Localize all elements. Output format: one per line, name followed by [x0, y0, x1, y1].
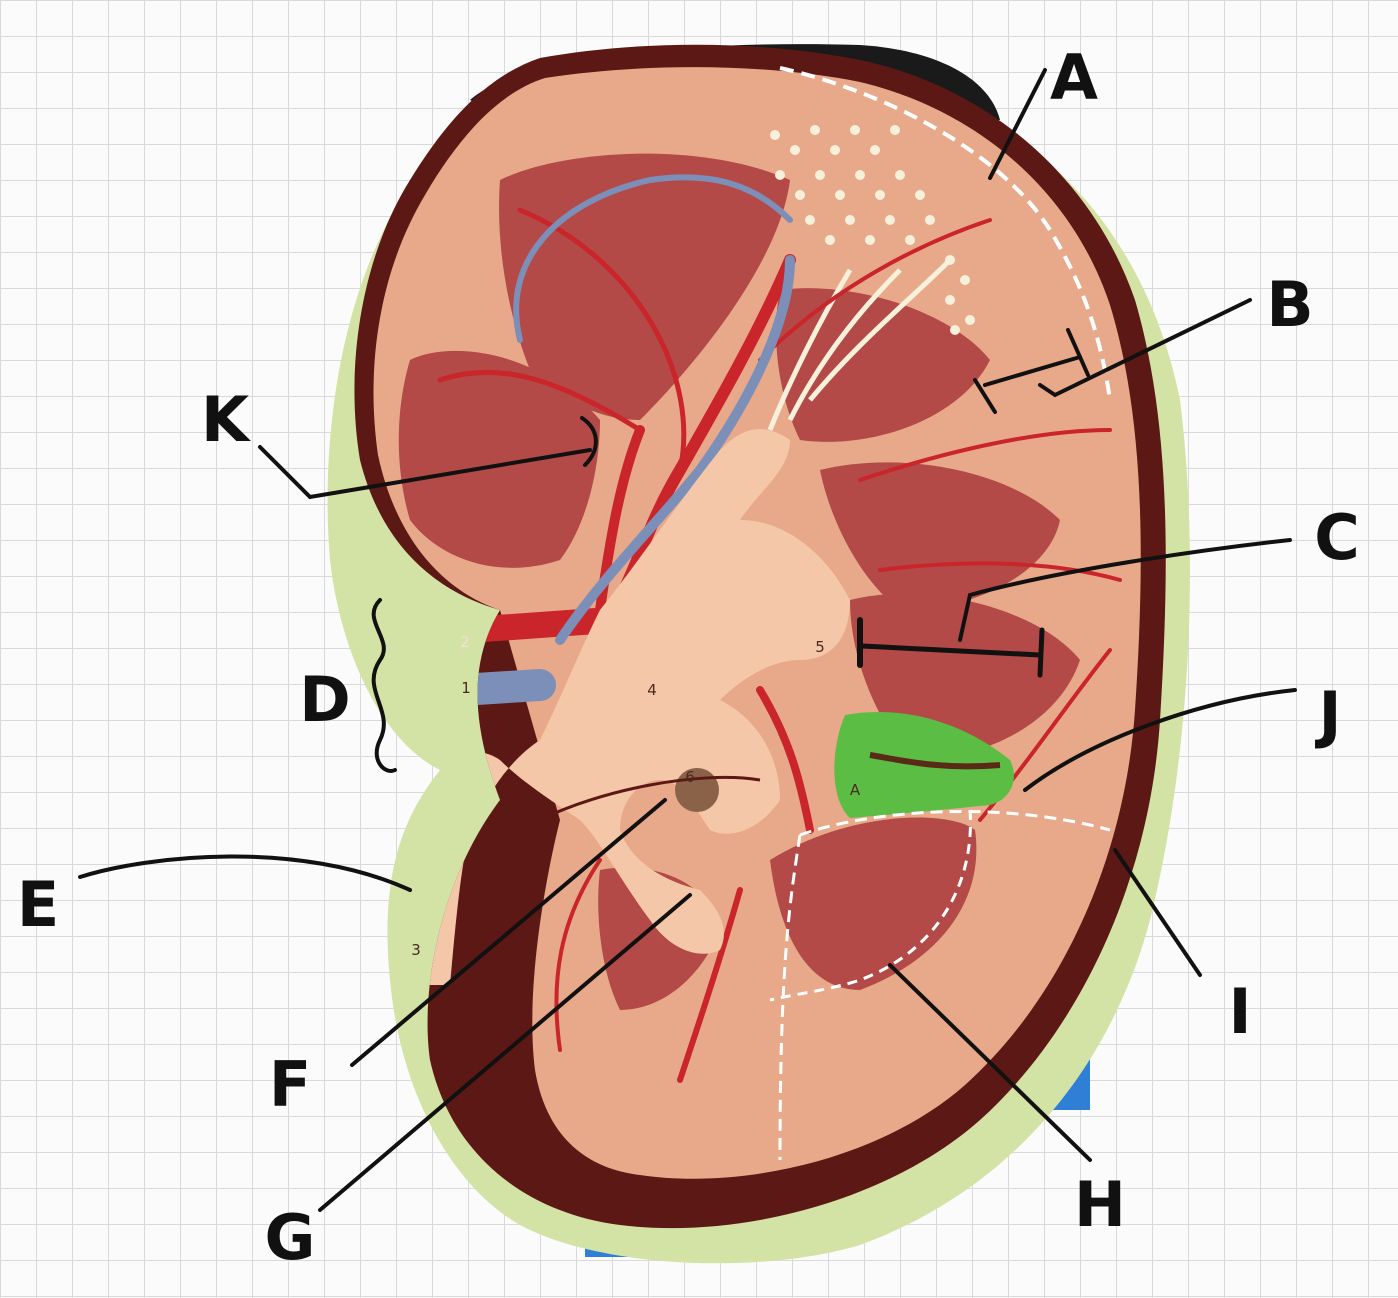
pyramid-upper-right — [776, 288, 990, 442]
leader-lines — [78, 68, 1297, 1212]
dashed-capsule-outline — [779, 66, 1112, 401]
dashed-lobe-left — [778, 834, 802, 1161]
nephron-dots — [770, 125, 975, 335]
leader-G — [318, 893, 692, 1212]
leader-E — [78, 854, 412, 892]
leader-A — [988, 68, 1047, 180]
label-I: I — [1228, 975, 1252, 1048]
model-number-3: 3 — [411, 941, 421, 959]
label-C: C — [1314, 501, 1360, 574]
pyramid-lower — [770, 817, 977, 990]
label-F: F — [268, 1048, 312, 1121]
model-number-5: 5 — [815, 638, 825, 656]
model-number-6: 6 — [685, 768, 695, 786]
label-A: A — [1050, 41, 1098, 114]
pyramid-upper-left — [398, 350, 600, 568]
model-letter-A: A — [849, 781, 861, 799]
leader-J — [1023, 688, 1297, 792]
pyramid-right-1 — [820, 462, 1060, 610]
model-number-2: 2 — [460, 633, 470, 651]
leader-B — [1038, 298, 1252, 398]
label-D: D — [299, 663, 351, 736]
renal-pelvis-lumen — [675, 768, 719, 812]
label-B: B — [1266, 268, 1314, 341]
model-number-4: 4 — [647, 681, 657, 699]
pyramid-top — [499, 153, 790, 420]
dashed-lobe-top — [799, 810, 1111, 837]
leader-F — [350, 798, 667, 1067]
leader-D — [371, 598, 397, 773]
label-H: H — [1074, 1168, 1126, 1241]
label-E: E — [16, 868, 60, 941]
leader-C — [958, 538, 1292, 642]
renal-pelvis-ureter — [400, 429, 850, 986]
leader-K — [258, 445, 592, 500]
model-number-1: 1 — [461, 679, 471, 697]
dashed-pyramid-outline — [769, 809, 972, 1002]
leader-I — [1113, 848, 1202, 977]
leader-H — [888, 963, 1092, 1162]
label-G: G — [264, 1201, 316, 1274]
label-J: J — [1318, 678, 1342, 751]
label-K: K — [200, 383, 250, 456]
